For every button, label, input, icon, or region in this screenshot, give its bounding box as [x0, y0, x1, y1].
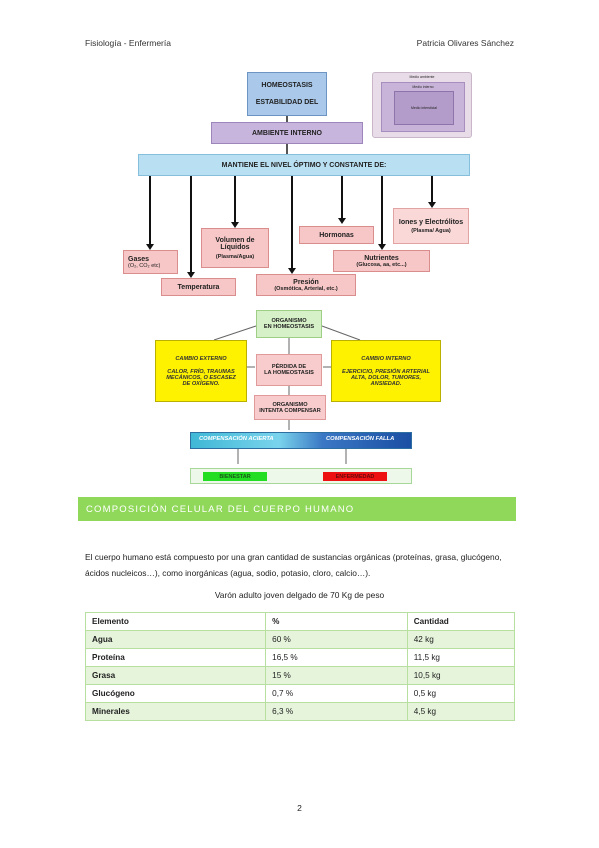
table-cell: 0,7 % [265, 684, 408, 703]
perdida-box: PÉRDIDA DE LA HOMEOSTASIS [256, 354, 322, 386]
table-cell: Grasa [84, 666, 267, 685]
table-cell: Proteína [84, 648, 267, 667]
intenta-compensar-box: ORGANISMO INTENTA COMPENSAR [254, 395, 326, 420]
presion-sub: (Osmótica, Arterial, etc.) [274, 285, 338, 292]
cambio-externo-title: CAMBIO EXTERNO [175, 355, 227, 362]
inset-middle-label: Medio interno [412, 85, 434, 89]
header-right: Patricia Olivares Sánchez [416, 38, 514, 48]
table-row: Proteína 16,5 % 11,5 kg [84, 648, 516, 667]
table-row: Glucógeno 0,7 % 0,5 kg [84, 684, 516, 703]
col-header-elemento: Elemento [84, 612, 267, 631]
table-cell: 16,5 % [265, 648, 408, 667]
presion-box: Presión (Osmótica, Arterial, etc.) [256, 274, 356, 296]
table-cell: Glucógeno [84, 684, 267, 703]
arrow-hormonas [341, 176, 343, 218]
gases-sub: (O₂, CO₂ etc) [128, 262, 161, 269]
presion-title: Presión [293, 278, 319, 286]
table-cell: 15 % [265, 666, 408, 685]
table-cell: 4,5 kg [406, 702, 516, 721]
table-cell: 6,3 % [265, 702, 408, 721]
arrow-presion [291, 176, 293, 268]
iones-title: Iones y Electrólitos [398, 218, 464, 226]
volumen-sub: (Plasma/Agua) [215, 253, 255, 260]
arrowhead [378, 244, 386, 250]
estabilidad-label: ESTABILIDAD DEL [255, 99, 319, 106]
arrow-volumen [234, 176, 236, 222]
table-cell: Minerales [84, 702, 267, 721]
perdida-label: PÉRDIDA DE [271, 364, 307, 370]
composition-table: Elemento % Cantidad Agua 60 % 42 kg Prot… [84, 612, 516, 721]
table-header-row: Elemento % Cantidad [84, 612, 516, 631]
cambio-interno-body: EJERCICIO, PRESIÓN ARTERIAL ALTA, DOLOR,… [342, 368, 430, 387]
nutrientes-title: Nutrientes [364, 254, 399, 262]
inset-inner-label: Medio intersticial [394, 91, 454, 125]
cambio-externo-box: CAMBIO EXTERNO CALOR, FRÍO, TRAUMAS MECÁ… [155, 340, 247, 402]
volumen-box: Volumen de Líquidos (Plasma/Agua) [201, 228, 269, 268]
cambio-externo-body: CALOR, FRÍO, TRAUMAS MECÁNICOS, O ESCASE… [166, 368, 236, 387]
gases-box: Gases (O₂, CO₂ etc) [123, 250, 178, 274]
hormonas-box: Hormonas [299, 226, 374, 244]
mantiene-box: MANTIENE EL NIVEL ÓPTIMO Y CONSTANTE DE: [138, 154, 470, 176]
table-cell: 60 % [265, 630, 408, 649]
arrowhead [146, 244, 154, 250]
iones-sub: (Plasma/ Agua) [411, 227, 451, 234]
section-title: COMPOSICIÓN CELULAR DEL CUERPO HUMANO [86, 503, 355, 515]
la-homeostasis-label: LA HOMEOSTASIS [264, 370, 314, 376]
col-header-percent: % [265, 612, 408, 631]
medio-ambiente-inset: Medio ambiente Medio interno Medio inter… [372, 72, 472, 138]
temperatura-box: Temperatura [161, 278, 236, 296]
table-row: Minerales 6,3 % 4,5 kg [84, 702, 516, 721]
inset-middle: Medio interno Medio intersticial [381, 82, 465, 132]
page-number: 2 [297, 803, 302, 813]
col-header-cantidad: Cantidad [406, 612, 516, 631]
intenta-organismo-label: ORGANISMO [272, 401, 308, 408]
gases-title: Gases [128, 255, 150, 263]
en-homeostasis-label: EN HOMEOSTASIS [263, 324, 315, 330]
arrow-gases [149, 176, 151, 244]
nutrientes-box: Nutrientes (Glucosa, aa, etc...) [333, 250, 430, 272]
connector [286, 116, 288, 122]
arrowhead [187, 272, 195, 278]
table-cell: 11,5 kg [406, 648, 516, 667]
organismo-label: ORGANISMO [271, 318, 307, 324]
arrow-iones [431, 176, 433, 202]
table-row: Grasa 15 % 10,5 kg [84, 666, 516, 685]
volumen-title: Volumen de Líquidos [215, 236, 255, 251]
enfermedad-label: ENFERMEDAD [323, 472, 387, 481]
arrow-nutrientes [381, 176, 383, 244]
nutrientes-sub: (Glucosa, aa, etc...) [356, 261, 407, 268]
compensacion-acierta-label: COMPENSACIÓN ACIERTA [199, 436, 274, 442]
connector-ext [213, 325, 257, 341]
table-caption: Varón adulto joven delgado de 70 Kg de p… [214, 590, 385, 600]
organismo-homeostasis-box: ORGANISMO EN HOMEOSTASIS [256, 310, 322, 338]
table-cell: 10,5 kg [406, 666, 516, 685]
arrowhead [288, 268, 296, 274]
intro-paragraph: El cuerpo humano está compuesto por una … [85, 552, 502, 578]
arrow-temperatura [190, 176, 192, 272]
arrowhead [428, 202, 436, 208]
inset-outer-label: Medio ambiente [409, 75, 435, 79]
cambio-interno-box: CAMBIO INTERNO EJERCICIO, PRESIÓN ARTERI… [331, 340, 441, 402]
bienestar-label: BIENESTAR [203, 472, 267, 481]
homeostasis-title: HOMEOSTASIS [261, 82, 313, 89]
table-cell: 0,5 kg [406, 684, 516, 703]
table-row: Agua 60 % 42 kg [84, 630, 516, 649]
ambiente-interno-box: AMBIENTE INTERNO [211, 122, 363, 144]
homeostasis-box: HOMEOSTASIS ESTABILIDAD DEL [247, 72, 327, 116]
outcome-bar: BIENESTAR ENFERMEDAD [190, 468, 412, 484]
iones-box: Iones y Electrólitos (Plasma/ Agua) [393, 208, 469, 244]
header-left: Fisiología - Enfermería [85, 38, 171, 48]
table-cell: 42 kg [406, 630, 516, 649]
connector-int [321, 325, 361, 341]
arrowhead [231, 222, 239, 228]
compensacion-falla-label: COMPENSACIÓN FALLA [326, 436, 395, 442]
compensacion-bar: COMPENSACIÓN ACIERTA COMPENSACIÓN FALLA [190, 432, 412, 449]
intenta-compensar-label: INTENTA COMPENSAR [259, 407, 321, 414]
cambio-interno-title: CAMBIO INTERNO [361, 355, 411, 362]
table-cell: Agua [84, 630, 267, 649]
connector [286, 144, 288, 154]
arrowhead [338, 218, 346, 224]
section-banner: COMPOSICIÓN CELULAR DEL CUERPO HUMANO [78, 497, 516, 521]
